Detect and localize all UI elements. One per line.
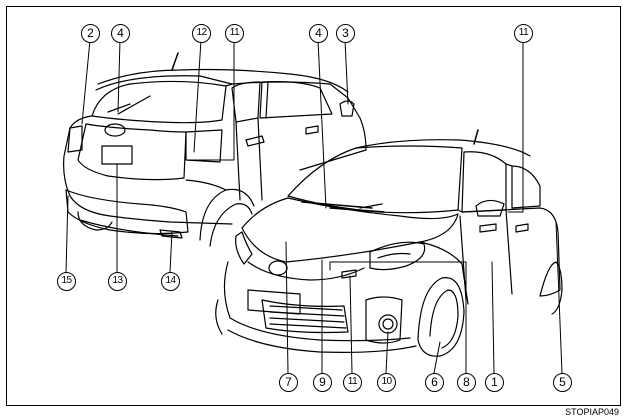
front-door-handle — [479, 223, 497, 233]
callout-5-bottom: 5 — [553, 373, 572, 392]
rear-wiper — [107, 95, 151, 115]
callout-7-bottom: 7 — [279, 373, 298, 392]
rear-spoiler — [95, 75, 233, 91]
rear-license-plate — [101, 145, 133, 165]
callout-14-bottom: 14 — [161, 272, 180, 291]
front-roof — [355, 139, 531, 157]
front-rear-side-window — [511, 165, 541, 209]
diagram-frame — [6, 6, 621, 406]
callout-4-top-left: 4 — [111, 24, 130, 43]
front-wiper-right — [329, 207, 385, 213]
rear-door-handle — [245, 135, 265, 147]
rear-door-line — [235, 117, 263, 201]
callout-4-top-mid: 4 — [309, 24, 328, 43]
rear-emblem — [104, 123, 126, 137]
rear-side-body — [225, 81, 367, 171]
callout-13-bottom: 13 — [108, 272, 127, 291]
callout-9-bottom: 9 — [313, 373, 332, 392]
front-emblem — [268, 260, 288, 276]
front-lower-grille — [261, 299, 349, 334]
front-wheel-right — [417, 277, 465, 357]
front-lower-bumper — [223, 261, 411, 342]
callout-11-bottom: 11 — [343, 373, 362, 392]
front-bumper-lip — [227, 329, 417, 353]
rear-side-windows — [231, 81, 261, 123]
rear-taillight-left — [67, 125, 83, 153]
callout-11-top-left: 11 — [225, 24, 244, 43]
front-side-window — [461, 151, 507, 213]
rear-body — [63, 115, 233, 225]
rear-bumper-lip — [79, 219, 179, 237]
front-door-handle-2 — [515, 223, 529, 233]
image-code: STOPIAP049 — [565, 407, 619, 417]
callout-1-bottom: 1 — [485, 373, 504, 392]
callout-15-bottom: 15 — [57, 272, 76, 291]
front-headlight-right — [369, 241, 426, 271]
rear-side-mirror — [339, 100, 355, 117]
callout-8-bottom: 8 — [457, 373, 476, 392]
front-upper-grille — [247, 261, 365, 281]
callout-10-bottom: 10 — [377, 373, 396, 392]
rear-bumper — [65, 189, 189, 235]
leader-lines — [65, 39, 563, 374]
front-side-mirror — [475, 199, 505, 217]
rear-roof — [97, 68, 349, 93]
rear-reflector — [159, 229, 183, 239]
rear-window — [91, 80, 227, 124]
callout-3-top: 3 — [336, 24, 355, 43]
front-wheel-left — [215, 299, 223, 335]
rear-wheel-right — [199, 188, 255, 241]
front-wheel-rear — [539, 261, 563, 315]
front-hood — [241, 197, 459, 263]
front-door-lines — [459, 209, 513, 301]
rear-tailgate — [77, 123, 187, 181]
front-body-side — [457, 207, 561, 297]
callout-11-top-right: 11 — [514, 24, 533, 43]
front-car — [215, 129, 563, 357]
front-fender — [419, 241, 469, 305]
rear-door-handle-2 — [305, 125, 319, 135]
callout-12-top: 12 — [192, 24, 211, 43]
front-headlight-left — [235, 231, 253, 265]
callout-6-bottom: 6 — [425, 373, 444, 392]
front-fog-lamp-bezel — [365, 296, 403, 344]
front-side-marker — [341, 269, 357, 279]
rear-car — [63, 52, 367, 247]
rear-wheel-left — [77, 211, 113, 231]
callout-2-top: 2 — [81, 24, 100, 43]
front-license-plate — [247, 289, 301, 315]
rear-taillight-right — [185, 129, 223, 163]
rear-antenna — [171, 52, 179, 71]
front-fog-lamp — [378, 314, 398, 334]
